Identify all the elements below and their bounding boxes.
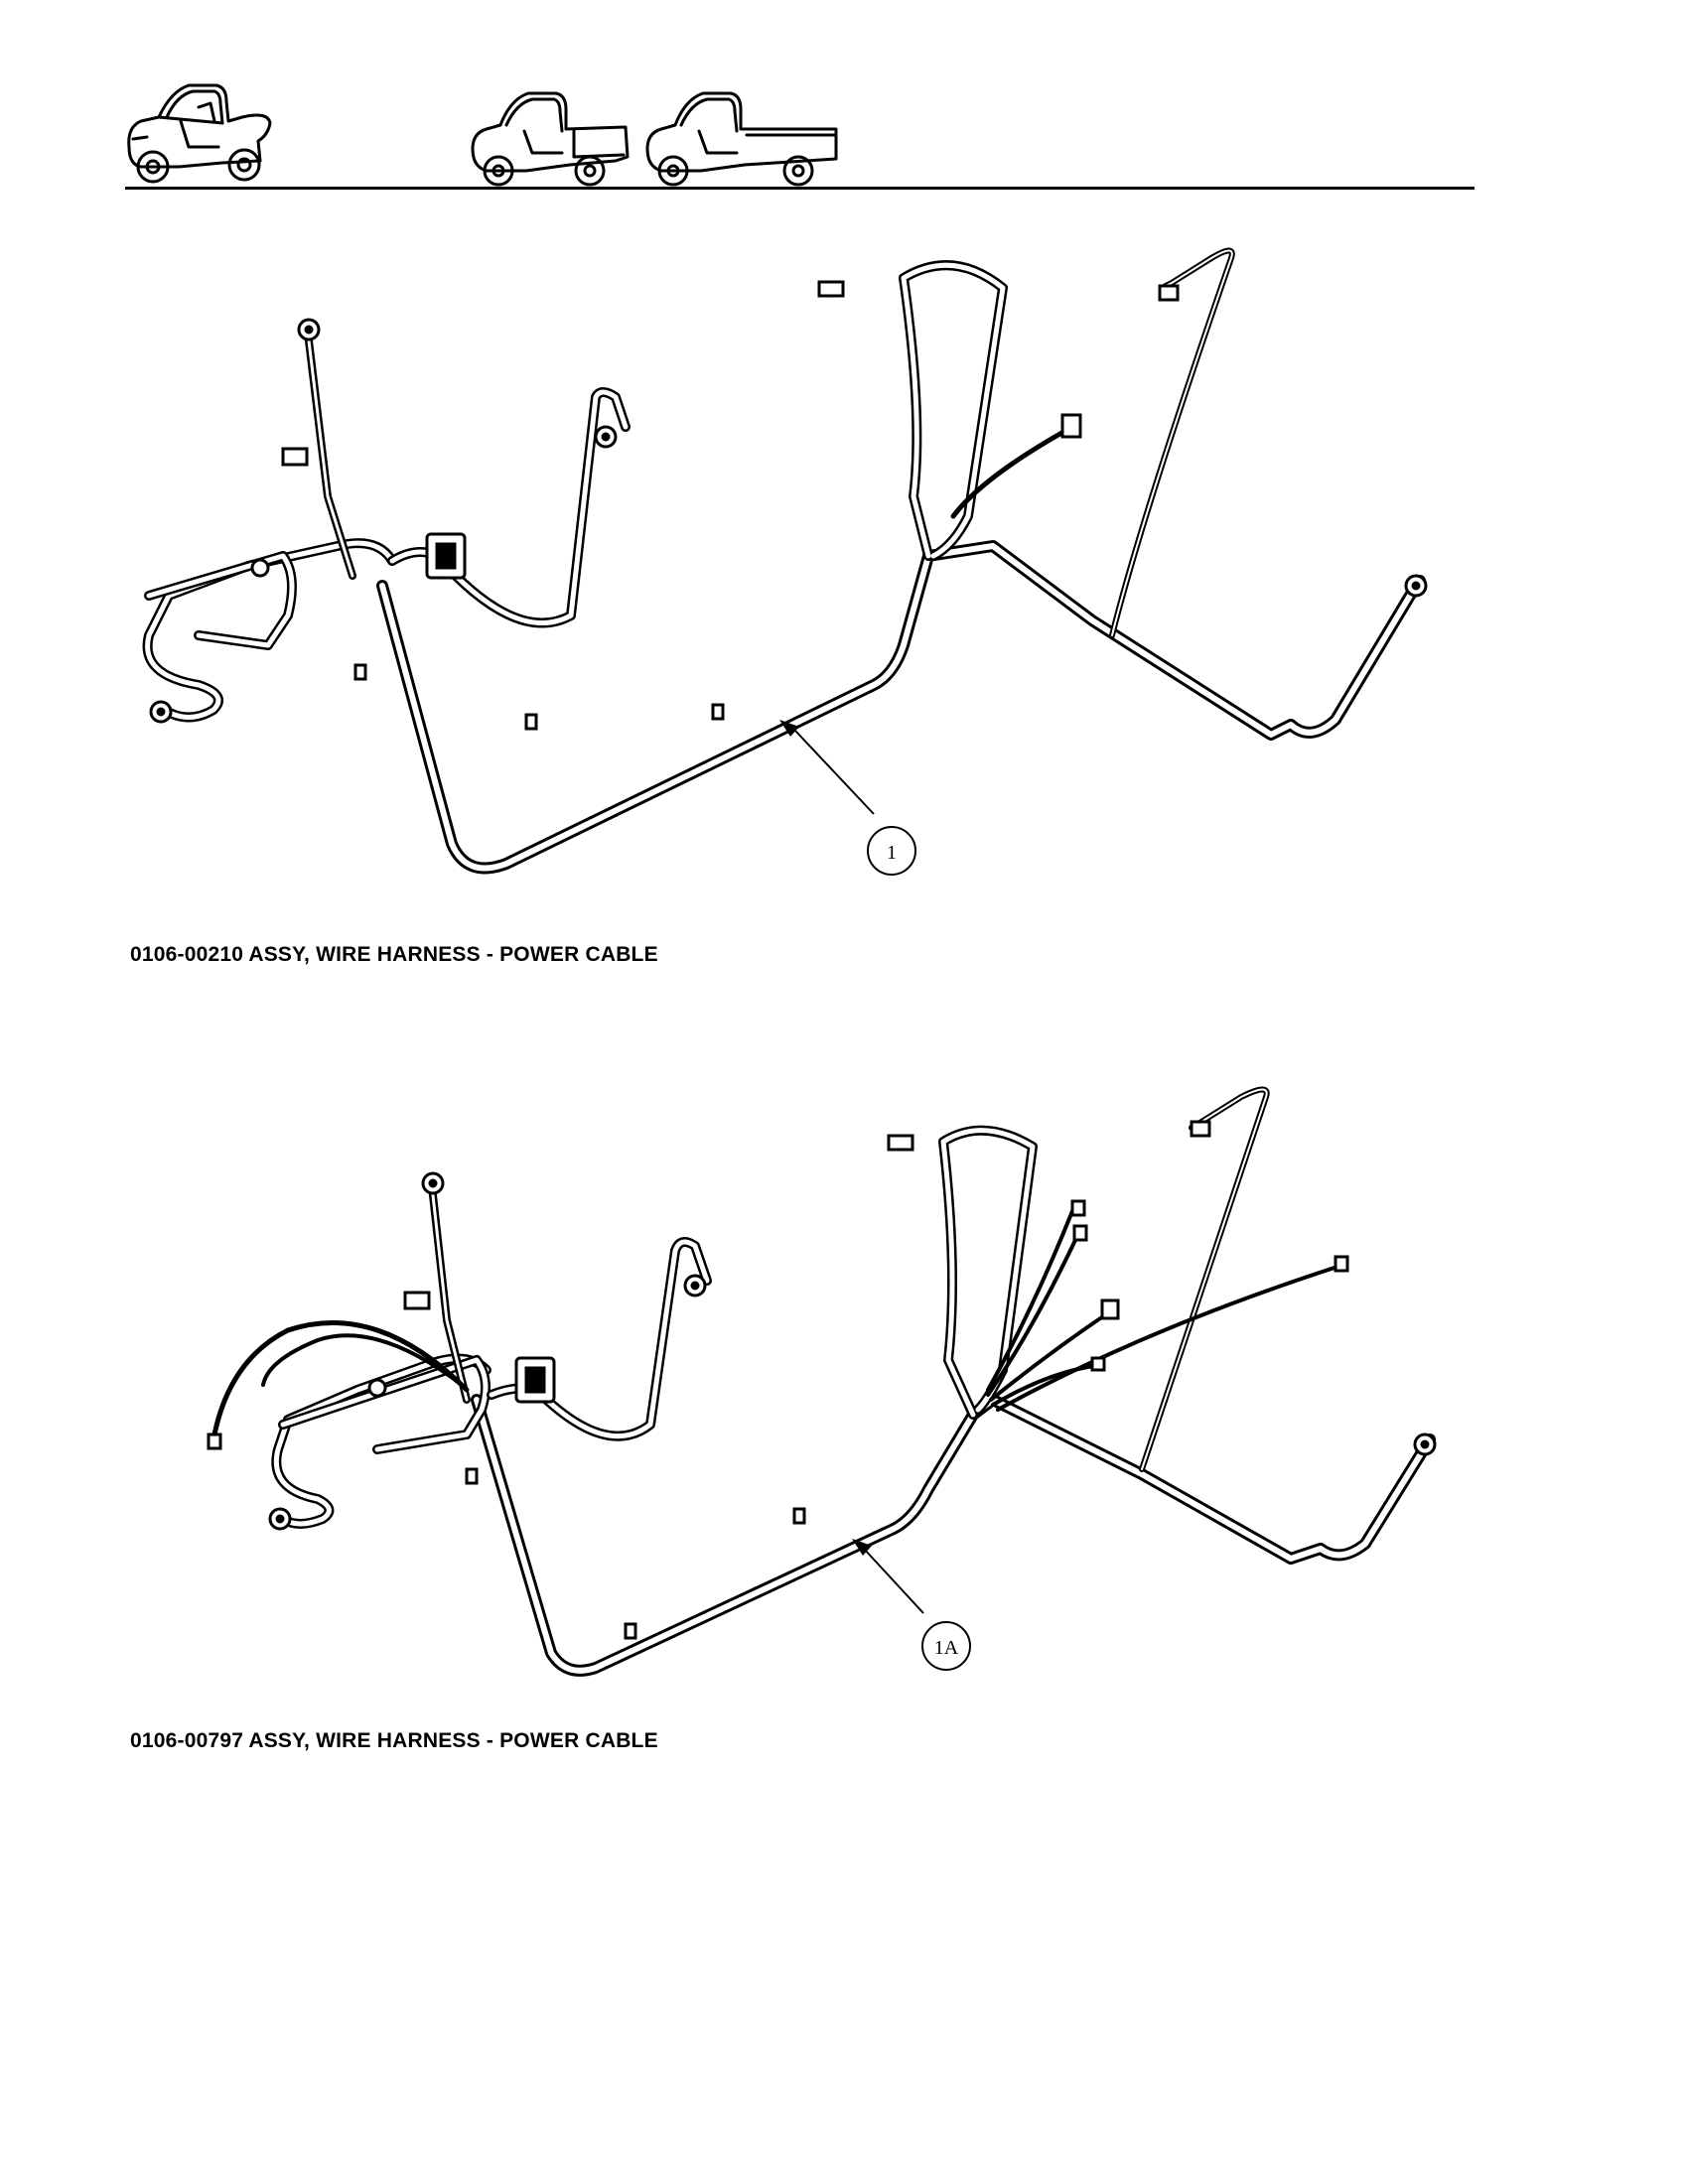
header-rule xyxy=(125,187,1474,190)
vehicle-2-seat-icon xyxy=(127,83,272,184)
callout-1A: 1A xyxy=(934,1637,959,1659)
callout-1: 1 xyxy=(887,842,897,864)
vehicle-flatbed-icon xyxy=(645,91,838,187)
caption-diagram-1: 0106-00210 ASSY, WIRE HARNESS - POWER CA… xyxy=(130,943,658,966)
callout-1-circle xyxy=(867,826,916,876)
harness-main-trunk xyxy=(376,540,1426,875)
vehicle-utility-icon xyxy=(471,91,630,187)
callout-1A-circle xyxy=(921,1621,971,1671)
wire-harness-diagram-1: 1 xyxy=(142,247,1428,876)
wire-harness-diagram-2: 1A xyxy=(207,1086,1437,1677)
caption-diagram-2: 0106-00797 ASSY, WIRE HARNESS - POWER CA… xyxy=(130,1729,658,1752)
